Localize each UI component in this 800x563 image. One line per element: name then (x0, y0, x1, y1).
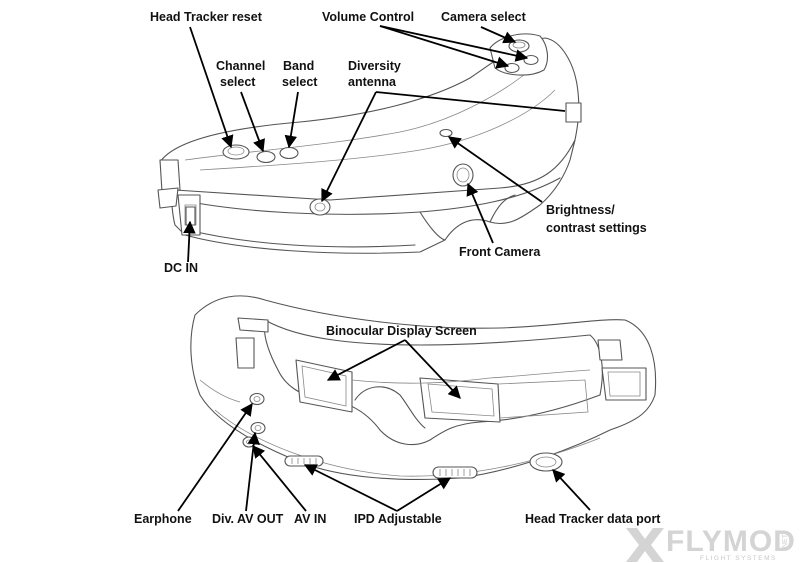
label-channel-select-line1: Channel (216, 59, 265, 73)
label-av-in: AV IN (294, 512, 326, 526)
brightness-button (439, 128, 453, 138)
band-select-button (279, 146, 299, 160)
div-av-out-jack (250, 421, 266, 435)
label-camera-select: Camera select (441, 10, 527, 24)
label-band-select-line1: Band (283, 59, 314, 73)
watermark-brand: FLYMOD (666, 525, 796, 558)
flymod-x-logo-icon (626, 528, 664, 562)
label-ipd-adjustable: IPD Adjustable (354, 512, 442, 526)
label-channel-select-line2: select (220, 75, 256, 89)
goggles-front-view (157, 33, 582, 254)
watermark-tagline: FLIGHT SYSTEMS (700, 555, 777, 562)
label-diversity-antenna-line2: antenna (348, 75, 397, 89)
label-brightness-line2: contrast settings (546, 221, 647, 235)
leader-lines (177, 25, 591, 512)
earphone-jack (249, 392, 265, 406)
front-camera-lens (452, 163, 474, 187)
label-div-av-out: Div. AV OUT (212, 512, 284, 526)
head-tracker-data-port (529, 452, 563, 472)
label-head-tracker-reset: Head Tracker reset (150, 10, 263, 24)
label-earphone: Earphone (134, 512, 192, 526)
label-front-camera: Front Camera (459, 245, 541, 259)
watermark-suffix: NET (782, 533, 789, 548)
label-dc-in: DC IN (164, 261, 198, 275)
label-volume-control: Volume Control (322, 10, 414, 24)
label-binocular-display: Binocular Display Screen (326, 324, 477, 338)
label-band-select-line2: select (282, 75, 318, 89)
goggles-rear-view (190, 295, 657, 480)
right-display-screen (419, 377, 501, 423)
channel-select-button (256, 150, 276, 164)
labels: Head Tracker reset Volume Control Camera… (134, 10, 661, 526)
label-head-tracker-data-port: Head Tracker data port (525, 512, 661, 526)
label-brightness-line1: Brightness/ (546, 203, 615, 217)
diversity-antenna-port (309, 198, 331, 216)
label-diversity-antenna-line1: Diversity (348, 59, 401, 73)
volume-up-button (523, 54, 539, 66)
ipd-slider-right (432, 466, 478, 479)
ipd-slider-left (284, 455, 324, 467)
flymod-watermark: FLYMOD FLIGHT SYSTEMS NET (626, 525, 796, 562)
